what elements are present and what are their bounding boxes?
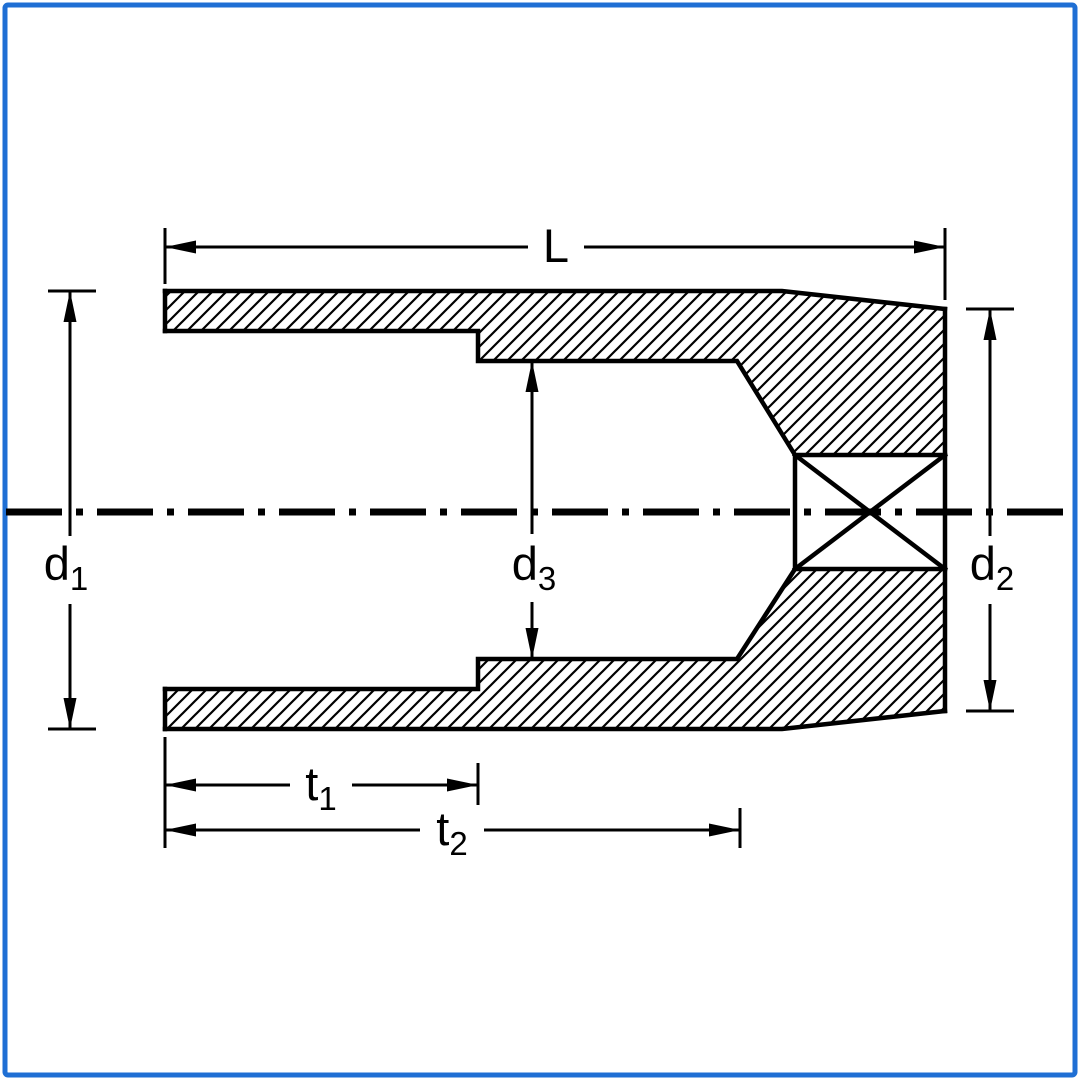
dimension-t2: t2	[165, 802, 742, 862]
dim-label-d3: d3	[512, 537, 557, 597]
hatch-region-top-left-wall	[165, 291, 478, 331]
dim-label-t1: t1	[305, 757, 336, 817]
extension-lines-L	[163, 228, 947, 300]
dim-label-t2: t2	[436, 802, 467, 862]
dimension-L: L	[163, 219, 947, 300]
arrowheads-d3	[525, 361, 539, 659]
section-hatching	[165, 291, 945, 729]
dimension-d3: d3	[512, 361, 557, 659]
dimension-d1: d1	[44, 289, 96, 731]
hatch-region-bottom-left-wall	[165, 689, 478, 729]
inner-bore-profile	[162, 328, 799, 692]
hatch-region-bottom-right-wall	[478, 569, 945, 729]
extension-lines-d1	[48, 289, 96, 731]
part-outline	[162, 288, 949, 732]
dim-label-d2: d2	[970, 537, 1015, 597]
dimension-d2: d2	[966, 307, 1015, 713]
dim-label-d1: d1	[44, 537, 89, 597]
outer-profile-top-bottom	[162, 288, 948, 732]
dim-label-L: L	[543, 219, 569, 272]
hatch-region-top-right-wall	[478, 291, 945, 455]
